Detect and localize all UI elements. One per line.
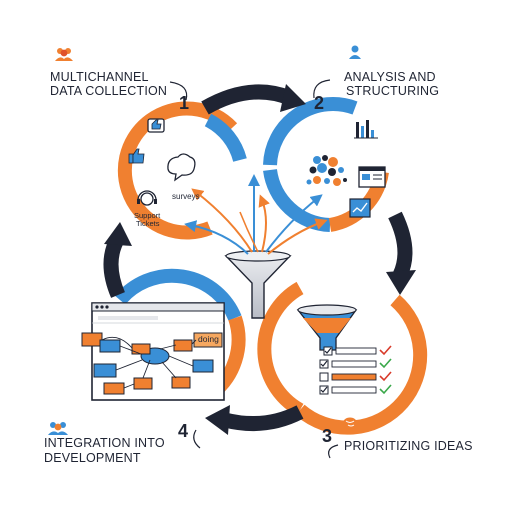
step-4-title-line2: DEVELOPMENT	[44, 451, 141, 465]
bubble-cluster-icon	[306, 155, 347, 186]
checklist-icon	[319, 345, 392, 395]
board-card	[192, 359, 214, 373]
board-card	[81, 332, 103, 347]
board-card	[103, 382, 125, 395]
label-connector-3	[328, 444, 339, 459]
support-tickets-label-line1: Support	[134, 211, 161, 220]
output-arrows	[184, 174, 328, 255]
people-icon	[48, 422, 68, 435]
cycle-arrow-1-to-2	[201, 84, 306, 115]
step-1-number: 1	[179, 93, 190, 113]
priority-funnel-icon	[296, 304, 358, 351]
checklist-row	[323, 345, 392, 356]
surveys-label: surveys	[172, 192, 200, 201]
people-icon	[55, 48, 73, 61]
step-3-title-line1: PRIORITIZING IDEAS	[344, 439, 473, 453]
ring-step-1	[117, 101, 247, 240]
board-card	[93, 363, 117, 378]
board-card	[131, 343, 151, 355]
thumbs-up-icon	[147, 118, 165, 133]
ring-step-3	[257, 281, 428, 435]
dev-board-window	[81, 302, 225, 401]
doing-label: doing	[198, 334, 219, 344]
cycle-arrow-2-to-3	[386, 211, 416, 295]
step-4-number: 4	[178, 421, 189, 441]
step-3-number: 3	[322, 426, 333, 446]
step-1-title-line2: DATA COLLECTION	[50, 84, 168, 98]
board-card	[171, 376, 191, 389]
label-connector-4	[193, 429, 201, 449]
cycle-arrow-4-to-1	[103, 222, 132, 298]
step-2-title-line2: STRUCTURING	[346, 84, 440, 98]
board-card	[173, 339, 193, 352]
doing-card	[193, 332, 223, 348]
step-2-number: 2	[314, 93, 325, 113]
step-1-title-line1: MULTICHANNEL	[50, 70, 149, 84]
label-connector-2	[313, 79, 331, 99]
headset-icon	[137, 190, 157, 206]
brain-icon	[343, 417, 357, 429]
step-4-title-line1: INTEGRATION INTO	[44, 436, 165, 450]
checklist-row	[319, 384, 392, 395]
bar-chart-icon	[354, 120, 378, 139]
dashboard-window-icon	[358, 166, 386, 188]
checklist-row	[319, 371, 392, 382]
board-card	[99, 339, 121, 353]
checklist-row	[319, 358, 392, 369]
label-connector-1	[169, 81, 188, 101]
line-chart-icon	[349, 198, 371, 218]
person-icon	[349, 45, 361, 59]
thumbs-up-icon	[128, 148, 145, 164]
support-tickets-label-line2: Tickets	[136, 219, 160, 228]
cycle-arrow-3-to-4	[205, 405, 304, 435]
speech-bubble-icon	[167, 153, 196, 182]
step-2-title-line1: ANALYSIS AND	[344, 70, 436, 84]
board-card	[133, 377, 153, 390]
